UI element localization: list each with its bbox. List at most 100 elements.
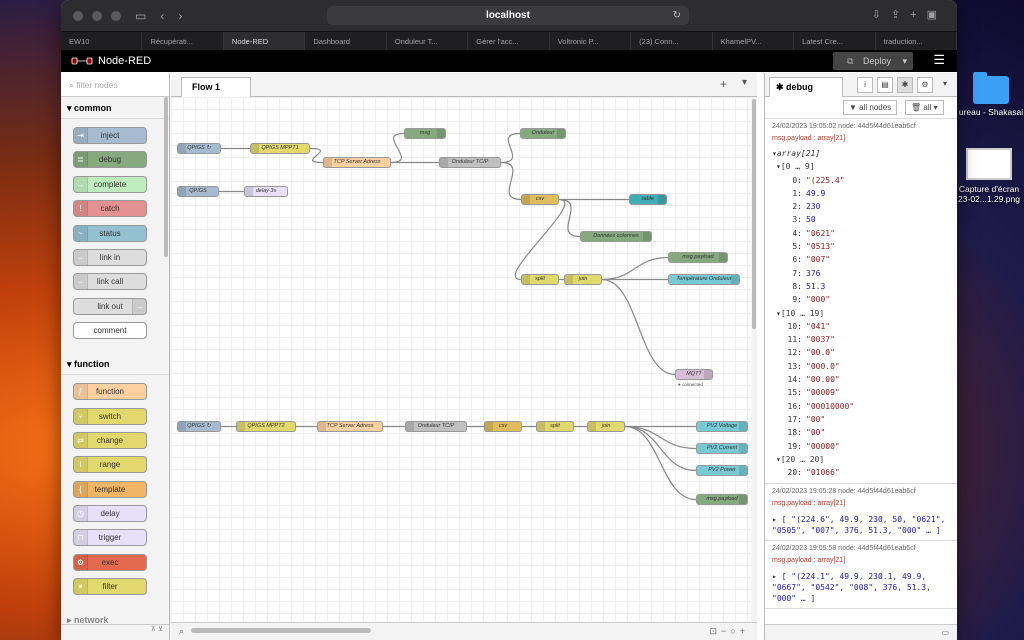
workspace-vscrollbar[interactable] [751, 97, 757, 622]
flow-node[interactable]: Onduleur TCIP [405, 421, 467, 432]
flow-node[interactable]: join [587, 421, 625, 432]
array-group[interactable]: ▾[20 … 20] [772, 453, 950, 466]
array-header[interactable]: ▾array[21] [772, 147, 950, 160]
flow-node[interactable]: msg.payload [696, 494, 748, 505]
hamburger-menu-icon[interactable]: ☰ [933, 52, 945, 67]
new-tab-icon[interactable]: + [910, 9, 927, 21]
debug-array-summary[interactable]: ▸ [ "(224.6", 49.9, 230, 50, "0621", "05… [772, 514, 950, 536]
reload-icon[interactable]: ↻ [672, 10, 681, 21]
collapse-icon[interactable]: ⊼ ⊻ [150, 626, 163, 633]
debug-bug-icon[interactable]: ✱ [897, 77, 913, 93]
debug-message[interactable]: 24/02/2023 19:05:28 node: 44d5f44d61eab6… [765, 484, 957, 542]
palette-category-common[interactable]: ▾ common [61, 97, 169, 119]
browser-tab[interactable]: (23) Conn... [631, 32, 713, 50]
flow-node[interactable]: split [521, 274, 559, 285]
flow-wire[interactable] [500, 132, 521, 164]
flow-node[interactable]: delay 3s [244, 186, 288, 197]
palette-node-inject[interactable]: ⇥inject [73, 127, 147, 144]
flow-node[interactable]: QPIGS MPPT1 [250, 143, 310, 154]
flow-node[interactable]: PV2 Current [696, 443, 748, 454]
flow-node[interactable]: PV2 Voltage [696, 421, 748, 432]
flow-node[interactable]: csv [484, 421, 522, 432]
flow-wire[interactable] [601, 256, 669, 281]
flow-node[interactable]: TCP Server Adress [317, 421, 383, 432]
flow-node[interactable]: csv [521, 194, 559, 205]
debug-message[interactable]: 24/02/2023 19:05:02 node: 44d5f44d61eab6… [765, 119, 957, 485]
flow-wire[interactable] [624, 425, 697, 501]
download-icon[interactable]: ⇩ [871, 9, 891, 21]
flow-node[interactable]: PV2 Power [696, 465, 748, 476]
tab-flow-1[interactable]: Flow 1 [181, 77, 251, 97]
desktop-screenshot-file[interactable]: Capture d'écran 23-02...1.29.png [954, 148, 1024, 204]
info-icon[interactable]: i [857, 77, 873, 93]
close-window-button[interactable] [73, 10, 83, 21]
flow-node[interactable]: table [629, 194, 667, 205]
palette-node-filter[interactable]: ⏸filter [73, 578, 147, 596]
palette-filter-input[interactable]: ⌕ filter nodes [61, 73, 169, 97]
minimize-window-button[interactable] [92, 10, 102, 21]
browser-tab[interactable]: Récupérati... [142, 32, 224, 50]
browser-tab[interactable]: Dashboard [305, 32, 387, 50]
browser-tab[interactable]: Latest Cre... [794, 32, 876, 50]
flow-list-icon[interactable]: ▾ [741, 77, 747, 88]
flow-wire[interactable] [624, 425, 697, 472]
debug-filter-nodes-select[interactable]: ▼ all nodes [843, 100, 898, 115]
flow-node[interactable]: join [564, 274, 602, 285]
palette-node-debug[interactable]: ≣debug [73, 151, 147, 169]
palette-node-switch[interactable]: ⑂switch [73, 407, 147, 425]
debug-clear-button[interactable]: 🗑 all ▾ [905, 100, 944, 115]
gear-icon[interactable]: ⚙ [917, 77, 933, 93]
back-icon[interactable]: ‹ [160, 8, 165, 23]
workspace-hscrollbar[interactable] [191, 628, 371, 633]
flow-wire[interactable] [601, 278, 676, 376]
browser-tab[interactable]: KhamelPV... [713, 32, 795, 50]
flow-node[interactable]: split [536, 421, 574, 432]
palette-node-complete[interactable]: →complete [73, 175, 147, 193]
flow-wire[interactable] [390, 132, 405, 164]
debug-message[interactable]: 24/02/2023 19:05:58 node: 44d5f44d61eab6… [765, 541, 957, 610]
palette-node-link-call[interactable]: →link call [73, 273, 147, 291]
tab-overview-icon[interactable]: ▣ [926, 9, 947, 21]
forward-icon[interactable]: › [178, 8, 183, 23]
help-book-icon[interactable]: ▤ [877, 77, 893, 93]
array-group[interactable]: ▾[0 … 9] [772, 160, 950, 173]
flow-node[interactable]: TCP Server Adress [323, 157, 391, 168]
desktop-folder[interactable]: ureau - Shakasai [958, 72, 1024, 117]
chevron-down-icon[interactable]: ▾ [942, 79, 947, 88]
tab-debug[interactable]: ✱ debug [769, 77, 843, 97]
palette-node-link-out[interactable]: →link out [73, 297, 147, 315]
palette-scrollbar[interactable] [164, 97, 168, 257]
flow-wire[interactable] [624, 425, 697, 450]
flow-node[interactable]: Onduleur [520, 128, 566, 139]
deploy-button[interactable]: ⧉Deploy▾ [833, 52, 913, 70]
palette-node-delay[interactable]: ◷delay [73, 505, 147, 523]
flow-wire[interactable] [558, 198, 581, 238]
array-group[interactable]: ▾[10 … 19] [772, 307, 950, 320]
add-flow-icon[interactable]: + [719, 77, 727, 91]
flow-node[interactable]: Température Onduleur [668, 274, 740, 285]
flow-wire[interactable] [309, 147, 324, 164]
zoom-controls[interactable]: ⊡−○+ [709, 626, 749, 636]
palette-node-change[interactable]: ⇄change [73, 431, 147, 449]
chevron-down-icon[interactable]: ▾ [902, 56, 907, 66]
address-bar[interactable]: localhost↻ [327, 6, 689, 25]
flow-node[interactable]: QPIGS ↻ [177, 421, 221, 432]
palette-node-trigger[interactable]: ⊓trigger [73, 529, 147, 547]
flow-node[interactable]: MQTT● connected [675, 369, 713, 387]
share-icon[interactable]: ⇪ [890, 9, 911, 21]
flow-node[interactable]: Données colonnes [580, 231, 652, 242]
palette-node-catch[interactable]: !catch [73, 200, 147, 218]
browser-tab[interactable]: Gérer l'acc... [468, 32, 550, 50]
palette-node-exec[interactable]: ⚙exec [73, 553, 147, 571]
palette-node-status[interactable]: ~status [73, 224, 147, 242]
flow-node[interactable]: msg [404, 128, 446, 139]
monitor-icon[interactable]: ▭ [941, 628, 949, 637]
browser-tab[interactable]: Node-RED [223, 32, 306, 50]
browser-tab[interactable]: traduction... [876, 32, 957, 50]
flow-wire[interactable] [514, 198, 566, 281]
browser-tab[interactable]: Onduleur T... [387, 32, 469, 50]
palette-node-comment[interactable]: comment [73, 322, 147, 340]
